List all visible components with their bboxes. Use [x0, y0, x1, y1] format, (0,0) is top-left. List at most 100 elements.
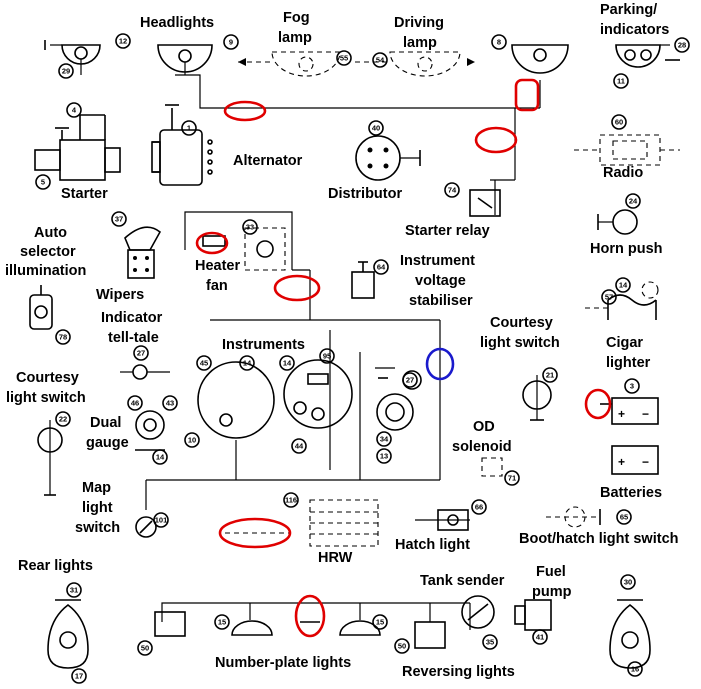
- badge: 15: [214, 614, 230, 630]
- badge: 43: [162, 395, 178, 411]
- label-dual-2: gauge: [86, 435, 129, 451]
- svg-text:35: 35: [486, 638, 494, 647]
- svg-text:116: 116: [285, 496, 297, 505]
- map-light-switch: [135, 516, 157, 538]
- instrument-cluster: [197, 359, 422, 439]
- badge: 50: [137, 640, 153, 656]
- highlight-hrw-fuse: [218, 517, 292, 549]
- badge: 22: [55, 411, 71, 427]
- badge: 40: [368, 120, 384, 136]
- svg-text:+: +: [618, 455, 625, 469]
- label-number-plate: Number-plate lights: [215, 655, 351, 671]
- svg-text:30: 30: [624, 578, 632, 587]
- radio: [599, 134, 661, 166]
- badge: 34: [376, 431, 392, 447]
- label-dual-1: Dual: [90, 415, 121, 431]
- starter-relay: [469, 189, 501, 217]
- badge: 41: [532, 629, 548, 645]
- badge: 101: [153, 512, 169, 528]
- svg-text:4: 4: [72, 106, 77, 115]
- label-map-2: light: [82, 500, 113, 516]
- label-telltale-2: tell-tale: [108, 330, 159, 346]
- highlight-rear-earth: [294, 594, 326, 638]
- svg-text:71: 71: [508, 474, 516, 483]
- svg-text:40: 40: [372, 124, 380, 133]
- label-map-1: Map: [82, 480, 111, 496]
- svg-text:11: 11: [617, 77, 625, 86]
- badge: 65: [616, 509, 632, 525]
- badge: 24: [625, 193, 641, 209]
- highlight-starter-relay-connector: [474, 126, 518, 154]
- svg-text:21: 21: [546, 371, 554, 380]
- distributor: [355, 135, 421, 181]
- label-wipers: Wipers: [96, 287, 144, 303]
- driving-lamp: [389, 51, 475, 77]
- badge: 46: [127, 395, 143, 411]
- svg-text:29: 29: [62, 67, 70, 76]
- badge: 71: [504, 470, 520, 486]
- svg-text:22: 22: [59, 415, 67, 424]
- tank-sender: [461, 595, 495, 629]
- svg-text:12: 12: [119, 37, 127, 46]
- badge: 27: [133, 345, 149, 361]
- label-hatch: Hatch light: [395, 537, 470, 553]
- rear-light-right: [609, 599, 651, 669]
- svg-text:65: 65: [620, 513, 628, 522]
- svg-text:14: 14: [283, 359, 292, 368]
- svg-text:55: 55: [340, 54, 348, 63]
- highlight-battery-terminal: [584, 388, 612, 420]
- badge: 14: [279, 355, 295, 371]
- svg-text:14: 14: [243, 359, 252, 368]
- auto-selector-illumination: [29, 285, 53, 330]
- battery-pack: + − + −: [600, 397, 659, 475]
- svg-text:9: 9: [229, 38, 233, 47]
- svg-text:27: 27: [137, 349, 145, 358]
- svg-text:−: −: [642, 407, 649, 421]
- courtesy-switch-left: [37, 420, 63, 496]
- badge: 8: [491, 34, 507, 50]
- svg-text:44: 44: [295, 442, 304, 451]
- badge: 1: [181, 120, 197, 136]
- highlight-heater-fuse: [195, 231, 229, 255]
- svg-text:43: 43: [166, 399, 174, 408]
- badge: 35: [482, 634, 498, 650]
- label-distributor: Distributor: [328, 186, 402, 202]
- highlight-splice: [273, 274, 321, 302]
- hatch-light: [437, 509, 469, 531]
- svg-text:24: 24: [629, 197, 638, 206]
- headlight-main: [157, 44, 213, 75]
- badge: 12: [115, 33, 131, 49]
- highlight-driving-relay: [514, 78, 540, 112]
- svg-text:46: 46: [131, 399, 139, 408]
- svg-text:37: 37: [115, 215, 123, 224]
- label-reversing: Reversing lights: [402, 664, 515, 680]
- highlight-instrument-junction: [425, 347, 455, 381]
- svg-text:14: 14: [156, 453, 165, 462]
- badge: 10: [184, 432, 200, 448]
- svg-text:101: 101: [155, 516, 168, 525]
- heater-fan: [202, 227, 286, 271]
- label-parking-1: Parking/: [600, 2, 657, 18]
- label-map-3: switch: [75, 520, 120, 536]
- badge: 116: [283, 492, 299, 508]
- svg-text:57: 57: [605, 293, 613, 302]
- rear-light-left: [47, 599, 89, 669]
- boot-hatch-switch: [564, 506, 601, 528]
- label-fuel-1: Fuel: [536, 564, 566, 580]
- svg-text:8: 8: [497, 38, 501, 47]
- svg-text:64: 64: [377, 263, 386, 272]
- label-courtesy-r-2: light switch: [480, 335, 560, 351]
- label-headlights: Headlights: [140, 15, 214, 31]
- svg-text:15: 15: [376, 618, 384, 627]
- badge: 5: [35, 174, 51, 190]
- label-hrw: HRW: [318, 550, 353, 566]
- wiper-motor: [124, 226, 162, 279]
- svg-text:16: 16: [631, 665, 639, 674]
- reversing-lights: [414, 621, 446, 649]
- badge: 13: [376, 448, 392, 464]
- label-horn-push: Horn push: [590, 241, 663, 257]
- label-fuel-2: pump: [532, 584, 572, 600]
- badge: 66: [471, 499, 487, 515]
- label-batteries: Batteries: [600, 485, 662, 501]
